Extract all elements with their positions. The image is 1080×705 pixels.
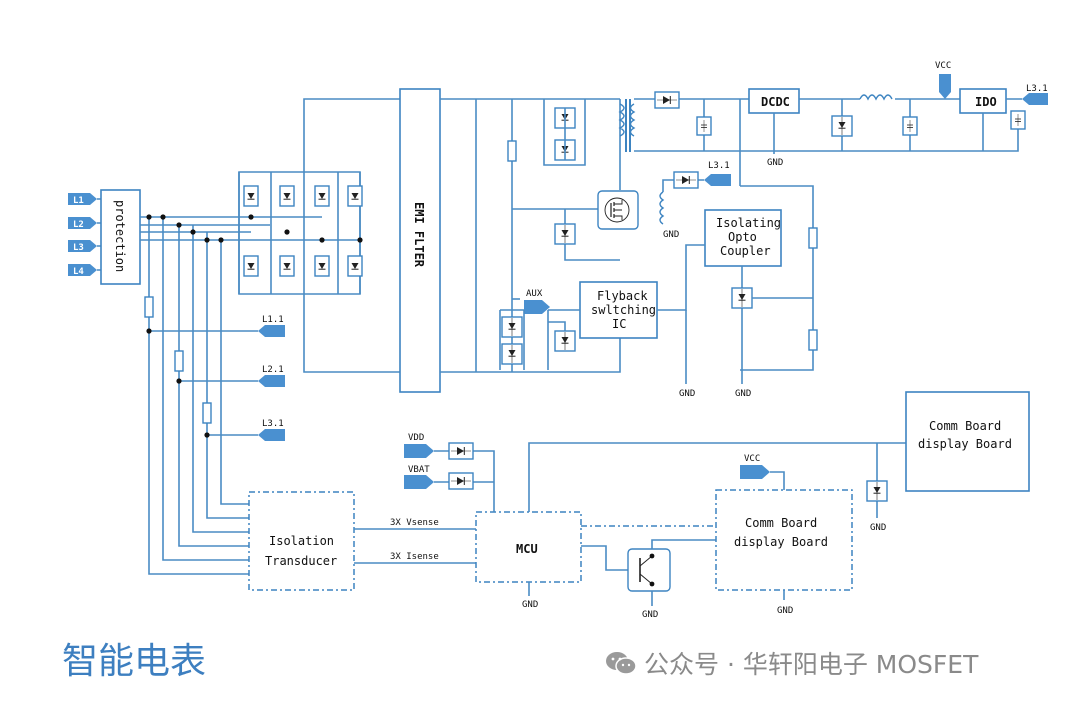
mcu-label: MCU [516,542,538,556]
iso-label-2: Transducer [265,554,337,568]
comm-top-label-2: display Board [918,437,1012,451]
watermark: 公众号 · 华轩阳电子 MOSFET [604,645,978,681]
tap-resistor-2 [174,350,184,372]
feedback-diode [673,171,699,189]
l31-top-label: L3.1 [1026,84,1048,94]
comm-top-label-1: Comm Board [929,419,1001,433]
protection-block [100,189,141,285]
feedback-inductor [659,191,665,225]
aux-tag [524,300,550,314]
ldo-cap [1010,110,1026,130]
flyback-label-3: IC [612,317,626,331]
ido-block [959,88,1007,114]
vcc-top-tag [939,74,951,99]
svg-text:L4: L4 [73,267,84,277]
vbat-diode [448,472,474,490]
emi-filter-label: EMI FLTER [412,202,426,268]
gnd-label-comm: GND [870,523,886,533]
gnd-label-bjt: GND [642,610,658,620]
bridge-rectifier [238,171,363,295]
dcdc-block [748,88,800,114]
flyback-label-1: Flyback [597,289,648,303]
tap-resistor-1 [144,296,154,318]
vcc-bottom-tag [740,465,770,479]
clamp-diode [554,223,576,245]
tap-label-l11: L1.1 [262,315,284,325]
mosfet-switch [597,190,639,230]
vcc-bottom-label: VCC [744,454,760,464]
input-tag-l2: L2 [68,217,97,230]
protection-label: protection [113,200,127,272]
aux-label: AUX [526,289,543,299]
emi-filter-block [399,88,441,393]
tap-tag-l11 [258,325,285,337]
isolation-transducer-block [248,491,355,591]
aux-rect-diode-1 [501,316,523,338]
vbat-label: VBAT [408,465,430,475]
vsense-label: 3X Vsense [390,518,439,528]
watermark-text: 公众号 · 华轩阳电子 MOSFET [644,650,979,679]
gnd-label-opto: GND [735,389,751,399]
tap-tag-l21 [258,375,285,387]
opto-resistor-2 [808,329,818,351]
vdd-diode [448,442,474,460]
output-cap-2 [902,116,918,136]
vdd-label: VDD [408,433,424,443]
svg-text:L3: L3 [73,243,84,253]
opto-coupler-block [704,209,782,267]
opto-resistor-1 [808,227,818,249]
wechat-icon [606,652,637,675]
input-tag-l4: L4 [68,264,97,277]
opto-label-1: Isolating [716,216,781,230]
tap-resistor-3 [202,402,212,424]
tvs-diode [831,115,853,137]
gnd-label-comm-bottom: GND [777,606,793,616]
transformer [618,99,636,190]
aux-rect-diode-2 [501,343,523,365]
flyback-label-2: swltching [591,303,656,317]
comm-board-bottom [715,489,853,591]
opto-diode [731,287,753,309]
input-tag-l1: L1 [68,193,97,206]
isense-label: 3X Isense [390,552,439,562]
svg-text:L1: L1 [73,196,84,206]
l31-mid-tag [704,174,731,186]
tap-tag-l31 [258,429,285,441]
aux-diode [554,330,576,352]
dcdc-label: DCDC [761,95,790,109]
vbat-tag [404,475,434,489]
l31-mid-label: L3.1 [708,161,730,171]
tap-label-l31: L3.1 [262,419,284,429]
flyback-resistor [507,140,517,162]
output-inductor [859,94,893,101]
l31-top-tag [1022,93,1048,105]
opto-label-2: Opto [728,230,757,244]
comm-board-top [905,391,1030,492]
gnd-label-flyback: GND [679,389,695,399]
comm-bottom-label-2: display Board [734,535,828,549]
opto-label-3: Coupler [720,244,771,258]
input-tag-l3: L3 [68,240,97,253]
vcc-top-label: VCC [935,61,951,71]
ido-label: IDO [975,95,997,109]
comm-tvs-diode [866,480,888,502]
page-title: 智能电表 [62,641,207,682]
iso-label-1: Isolation [269,534,334,548]
output-diode [654,91,680,109]
tap-label-l21: L2.1 [262,365,284,375]
gnd-label-dcdc: GND [767,158,783,168]
gnd-label-fb: GND [663,230,679,240]
bjt-transistor [627,548,671,592]
mcu-block [475,511,582,583]
output-cap-1 [696,116,712,136]
vdd-tag [404,444,434,458]
flyback-ic-block [579,281,658,339]
gnd-label-mcu: GND [522,600,538,610]
svg-text:L2: L2 [73,220,84,230]
comm-bottom-label-1: Comm Board [745,516,817,530]
